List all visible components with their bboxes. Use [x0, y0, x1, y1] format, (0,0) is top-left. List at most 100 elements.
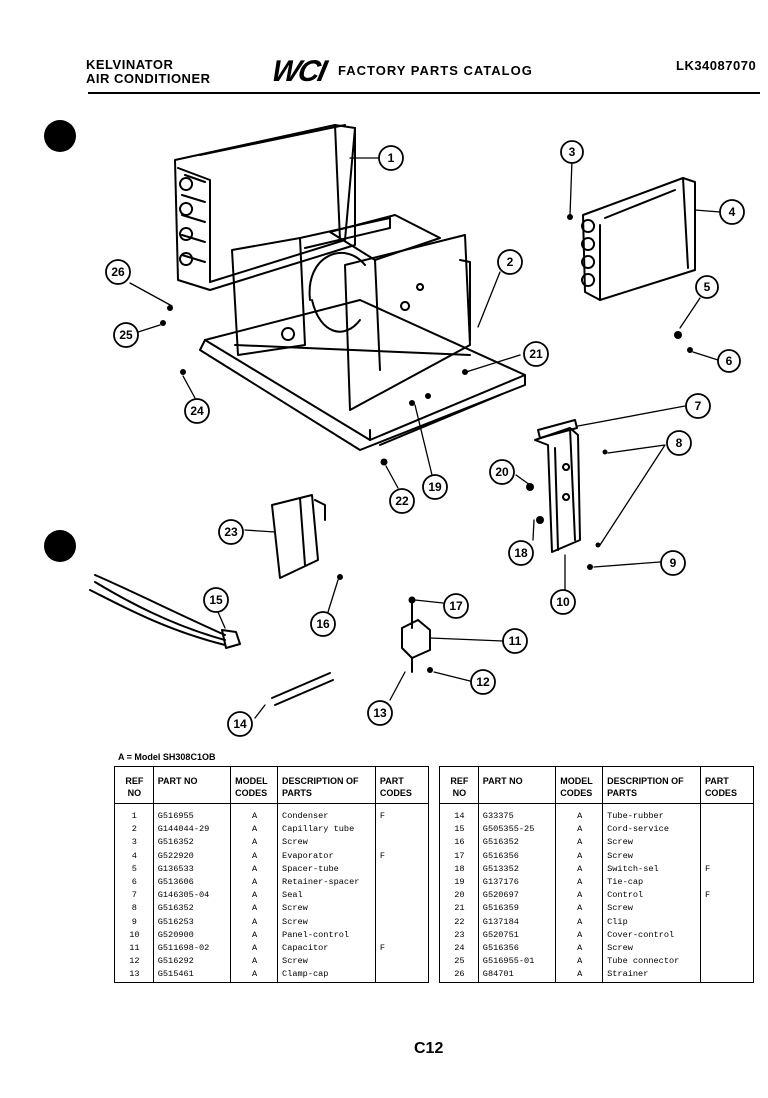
model-code-cell: A [555, 902, 604, 916]
model-code-cell: A [230, 876, 279, 890]
ref-no-cell: 3 [114, 836, 154, 850]
description-cell: Retainer-spacer [277, 876, 376, 890]
ref-no-cell: 8 [114, 902, 154, 916]
model-code-cell: A [230, 942, 279, 956]
model-code-cell: A [555, 928, 604, 943]
model-code-cell: A [230, 915, 279, 929]
description-cell: Screw [277, 915, 376, 929]
model-code-cell: A [555, 915, 604, 929]
callout-3: 3 [569, 145, 576, 159]
callout-8: 8 [676, 436, 683, 450]
model-code-cell: A [555, 803, 604, 824]
part-no-cell: G146305-04 [152, 889, 232, 903]
model-code-cell: A [230, 889, 279, 903]
part-code-cell [699, 955, 755, 969]
part-no-cell: G84701 [477, 968, 557, 983]
ref-no-cell: 26 [439, 968, 479, 983]
part-code-cell: F [374, 849, 429, 863]
part-code-cell [699, 968, 755, 983]
ref-no-cell: 21 [439, 902, 479, 916]
description-cell: Seal [277, 889, 376, 903]
model-code-cell: A [555, 942, 604, 956]
service-cord-drawing [89, 574, 241, 649]
callout-14: 14 [233, 717, 247, 731]
model-code-cell: A [555, 955, 604, 969]
description-cell: Screw [277, 955, 376, 969]
part-no-cell: G516359 [477, 902, 557, 916]
part-no-cell: G516352 [477, 836, 557, 850]
part-no-cell: G522920 [152, 849, 232, 863]
leader-lines [129, 157, 721, 719]
model-code-cell: A [230, 836, 279, 850]
description-cell: Clamp-cap [277, 968, 376, 983]
part-code-cell [374, 902, 429, 916]
model-code-cell: A [230, 862, 279, 877]
ref-no-cell: 16 [439, 836, 479, 850]
part-no-cell: G33375 [477, 803, 557, 824]
exploded-parts-diagram: 1 2 3 4 5 6 7 8 9 10 11 12 13 14 15 16 1… [89, 124, 745, 737]
model-code-cell: A [230, 955, 279, 969]
table-gap [428, 823, 439, 836]
callout-1: 1 [388, 151, 395, 165]
header-ref-no: REF NO [114, 766, 154, 804]
callout-21: 21 [529, 347, 543, 361]
callout-5: 5 [704, 280, 711, 294]
parts-table: REF NO PART NO MODEL CODES DESCRIPTION O… [114, 766, 755, 983]
header-rule [88, 92, 760, 94]
table-gap [428, 767, 439, 804]
part-no-cell: G516955 [152, 803, 232, 824]
ref-no-cell: 19 [439, 876, 479, 890]
callout-4: 4 [729, 205, 736, 219]
evaporator-drawing [581, 177, 696, 301]
callout-15: 15 [209, 593, 223, 607]
header-model-codes: MODEL CODES [555, 766, 604, 804]
callout-11: 11 [509, 634, 522, 648]
part-code-cell [374, 836, 429, 850]
callout-circles [105, 140, 745, 737]
table-gap [428, 955, 439, 968]
model-code-cell: A [555, 889, 604, 903]
part-code-cell [699, 849, 755, 863]
callout-9: 9 [670, 556, 677, 570]
callout-2: 2 [507, 255, 514, 269]
product-line: AIR CONDITIONER [86, 71, 211, 86]
table-gap [428, 850, 439, 863]
part-code-cell [699, 942, 755, 956]
ref-no-cell: 11 [114, 942, 154, 956]
model-code-cell: A [230, 968, 279, 983]
header-description: DESCRIPTION OF PARTS [277, 766, 376, 804]
description-cell: Tube-rubber [602, 803, 701, 824]
ref-no-cell: 15 [439, 823, 479, 837]
model-code-cell: A [230, 803, 279, 824]
part-code-cell [374, 862, 429, 877]
description-cell: Spacer-tube [277, 862, 376, 877]
header-part-codes: PART CODES [374, 766, 429, 804]
part-code-cell [374, 876, 429, 890]
blower-housing-drawing [231, 217, 391, 356]
model-code-cell: A [555, 968, 604, 983]
table-gap [428, 916, 439, 929]
control-cover-drawing [271, 494, 326, 579]
callout-12: 12 [476, 675, 490, 689]
model-code-cell: A [230, 902, 279, 916]
wci-logo: WCI [268, 55, 328, 88]
base-pan-drawing [199, 299, 526, 451]
part-no-cell: G513606 [152, 876, 232, 890]
callout-22: 22 [395, 494, 409, 508]
ref-no-cell: 2 [114, 823, 154, 837]
capacitor-drawing [401, 599, 431, 673]
model-code-cell: A [555, 876, 604, 890]
callout-numbers: 1 2 3 4 5 6 7 8 9 10 11 12 13 14 15 16 1… [111, 145, 735, 731]
callout-7: 7 [695, 399, 702, 413]
ref-no-cell: 23 [439, 928, 479, 943]
part-code-cell [374, 823, 429, 837]
part-no-cell: G136533 [152, 862, 232, 877]
header-model-codes: MODEL CODES [230, 766, 279, 804]
